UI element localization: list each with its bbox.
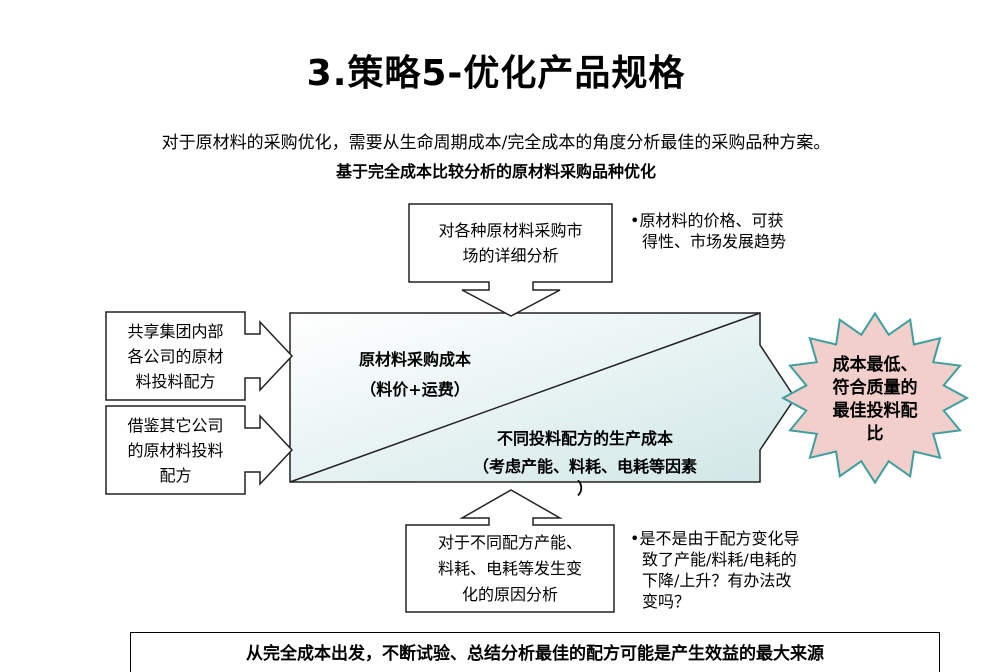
left-box-1-text: 共享集团内部 各公司的原材 料投料配方 xyxy=(127,322,224,391)
conclusion-banner: 从完全成本出发，不断试验、总结分析最佳的配方可能是产生效益的最大来源 xyxy=(130,632,940,672)
left-box-2-text: 借鉴其它公司 的原材料投料 配方 xyxy=(127,416,224,485)
purchase-cost-label: 原材料采购成本 （料价+运费） xyxy=(358,350,471,399)
production-cost-label: 不同投料配方的生产成本 （考虑产能、料耗、电耗等因素 ） xyxy=(472,429,697,498)
bottom-box-text: 对于不同配方产能、 料耗、电耗等发生变 化的原因分析 xyxy=(437,533,582,604)
left-callout-box-2 xyxy=(105,405,294,495)
top-note: •原材料的价格、可获 得性、市场发展趋势 xyxy=(630,211,787,251)
starburst-text: 成本最低、 符合质量的 最佳投料配 比 xyxy=(832,355,918,444)
diagram-heading: 基于完全成本比较分析的原材料采购品种优化 xyxy=(335,162,656,181)
page-subtitle: 对于原材料的采购优化，需要从生命周期成本/完全成本的角度分析最佳的采购品种方案。 xyxy=(161,133,831,153)
result-starburst xyxy=(780,311,970,485)
top-callout-box xyxy=(408,203,613,317)
bottom-callout-box xyxy=(405,489,615,613)
center-diagonal xyxy=(289,312,761,483)
top-box-text: 对各种原材料采购市 场的详细分析 xyxy=(438,221,583,265)
page-title: 3.策略5-优化产品规格 xyxy=(306,53,686,94)
bottom-note: •是不是由于配方变化导 致了产能/料耗/电耗的 下降/上升？有办法改 变吗？ xyxy=(630,529,800,611)
center-arrow xyxy=(289,312,796,483)
left-callout-box-1 xyxy=(105,311,294,401)
